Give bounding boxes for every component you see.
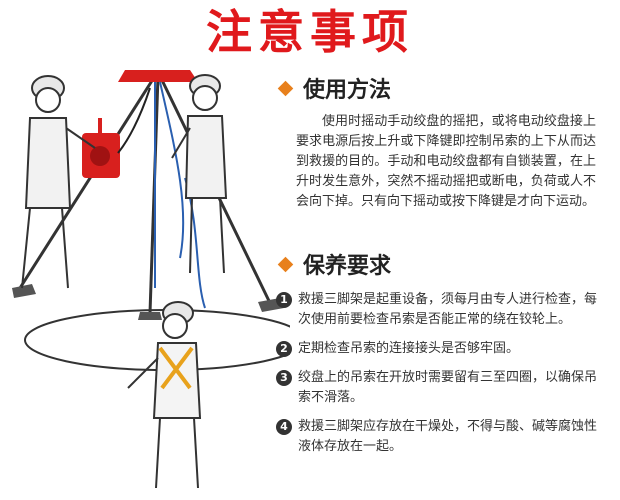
number-badge: 1	[276, 292, 292, 308]
maintenance-item-text: 定期检查吊索的连接接头是否够牢固。	[298, 341, 520, 356]
maintenance-item: 1 救援三脚架是起重设备，须每月由专人进行检查，每次使用前要检查吊索是否能正常的…	[276, 290, 606, 330]
worker-left	[21, 75, 96, 289]
tripod-head	[118, 70, 198, 82]
usage-heading-text: 使用方法	[303, 78, 392, 103]
page-title: 注意事项	[206, 5, 414, 59]
maintenance-item-text: 救援三脚架是起重设备，须每月由专人进行检查，每次使用前要检查吊索是否能正常的绕在…	[298, 292, 598, 327]
maintenance-item: 2 定期检查吊索的连接接头是否够牢固。	[276, 339, 606, 359]
number-badge: 2	[276, 341, 292, 357]
number-badge: 3	[276, 370, 292, 386]
maintenance-item-text: 绞盘上的吊索在开放时需要留有三至四圈，以确保吊索不滑落。	[298, 370, 598, 405]
maintenance-item: 3 绞盘上的吊索在开放时需要留有三至四圈，以确保吊索不滑落。	[276, 368, 606, 408]
maintenance-heading: 保养要求	[276, 248, 391, 280]
worker-right	[171, 74, 228, 274]
maintenance-heading-text: 保养要求	[303, 254, 392, 279]
bullet-diamond-icon	[277, 256, 294, 272]
worker-in-harness	[127, 301, 202, 489]
maintenance-list: 1 救援三脚架是起重设备，须每月由专人进行检查，每次使用前要检查吊索是否能正常的…	[276, 290, 606, 466]
bullet-diamond-icon	[277, 80, 294, 96]
number-badge: 4	[276, 419, 292, 435]
maintenance-item-text: 救援三脚架应存放在干燥处，不得与酸、碱等腐蚀性液体存放在一起。	[298, 419, 598, 454]
maintenance-item: 4 救援三脚架应存放在干燥处，不得与酸、碱等腐蚀性液体存放在一起。	[276, 417, 606, 457]
rescue-tripod-illustration	[12, 70, 290, 489]
usage-heading: 使用方法	[276, 72, 391, 104]
winch	[82, 118, 120, 178]
usage-body: 使用时摇动手动绞盘的摇把，或将电动绞盘接上要求电源后按上升或下降键即控制吊索的上…	[296, 114, 596, 209]
